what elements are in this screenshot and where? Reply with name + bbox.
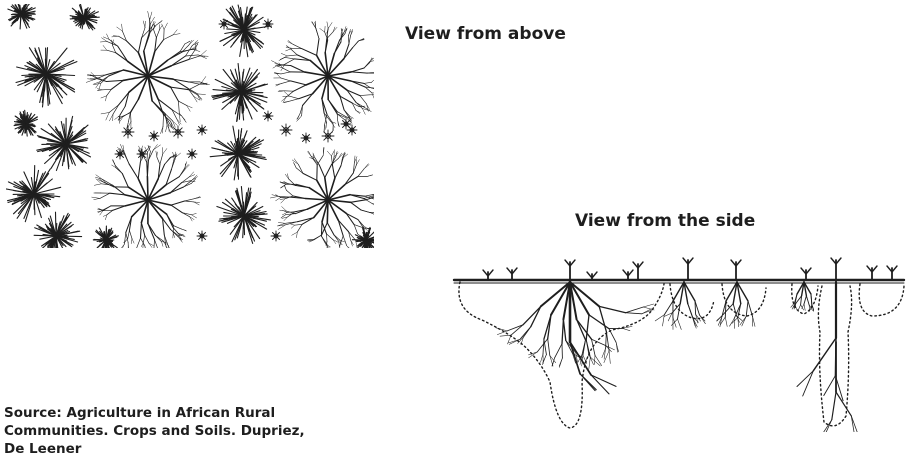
root-system-side-view-drawing <box>452 252 906 432</box>
source-line-2: Communities. Crops and Soils. Dupriez, <box>4 422 334 440</box>
source-citation: Source: Agriculture in African Rural Com… <box>4 404 334 458</box>
view-from-the-side-label: View from the side <box>575 211 755 231</box>
source-line-1: Source: Agriculture in African Rural <box>4 404 334 422</box>
source-line-3: De Leener <box>4 440 334 458</box>
root-system-top-view-drawing <box>6 4 374 248</box>
view-from-above-label: View from above <box>405 24 566 44</box>
